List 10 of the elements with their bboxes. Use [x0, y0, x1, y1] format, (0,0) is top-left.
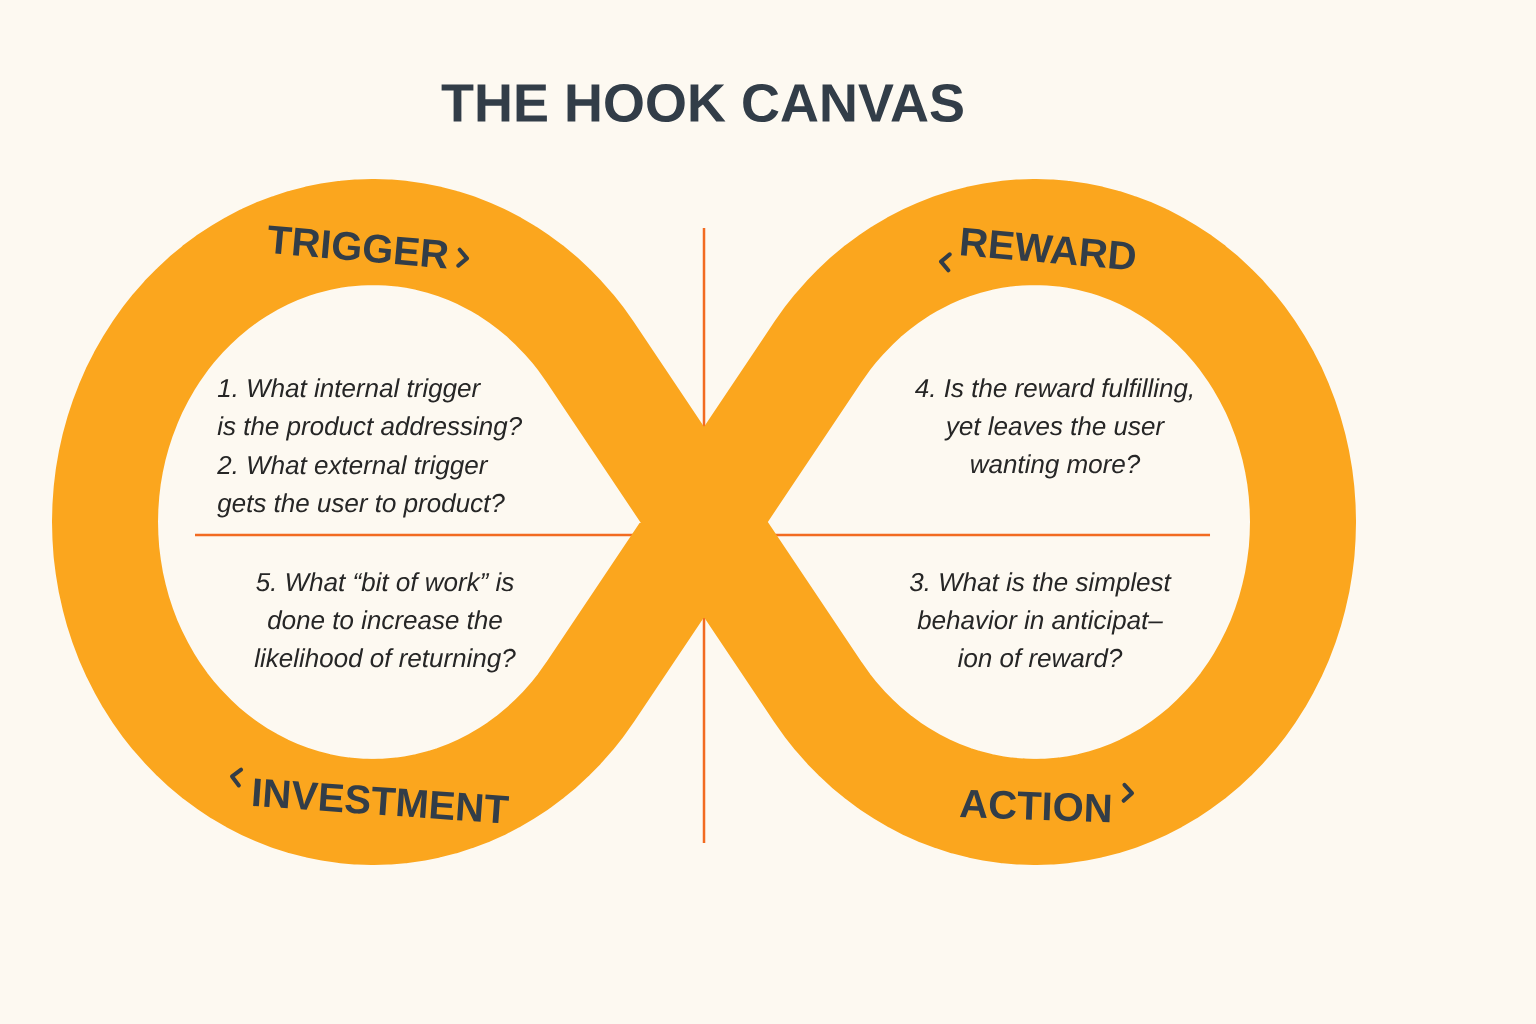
question-text: 3. What is the simplest behavior in anticipat– ion of reward?	[909, 572, 1172, 668]
stage-label: INVESTMENT	[253, 778, 510, 824]
question-text: 2. What external trigger gets the user to product?	[217, 455, 505, 518]
question-text: 5. What “bit of work” is done to increase the likelihood of returning?	[254, 572, 516, 673]
stage-label: REWARD	[960, 227, 1135, 270]
stage-label: ACTION	[959, 790, 1111, 823]
question-text: 4. Is the reward fulfilling, yet leaves the user wanting more?	[915, 378, 1193, 479]
title: THE HOOK CANVAS	[441, 83, 963, 123]
stage-label: TRIGGER	[268, 225, 448, 269]
question-text: 1. What internal trigger is the product addressing?	[217, 378, 523, 441]
